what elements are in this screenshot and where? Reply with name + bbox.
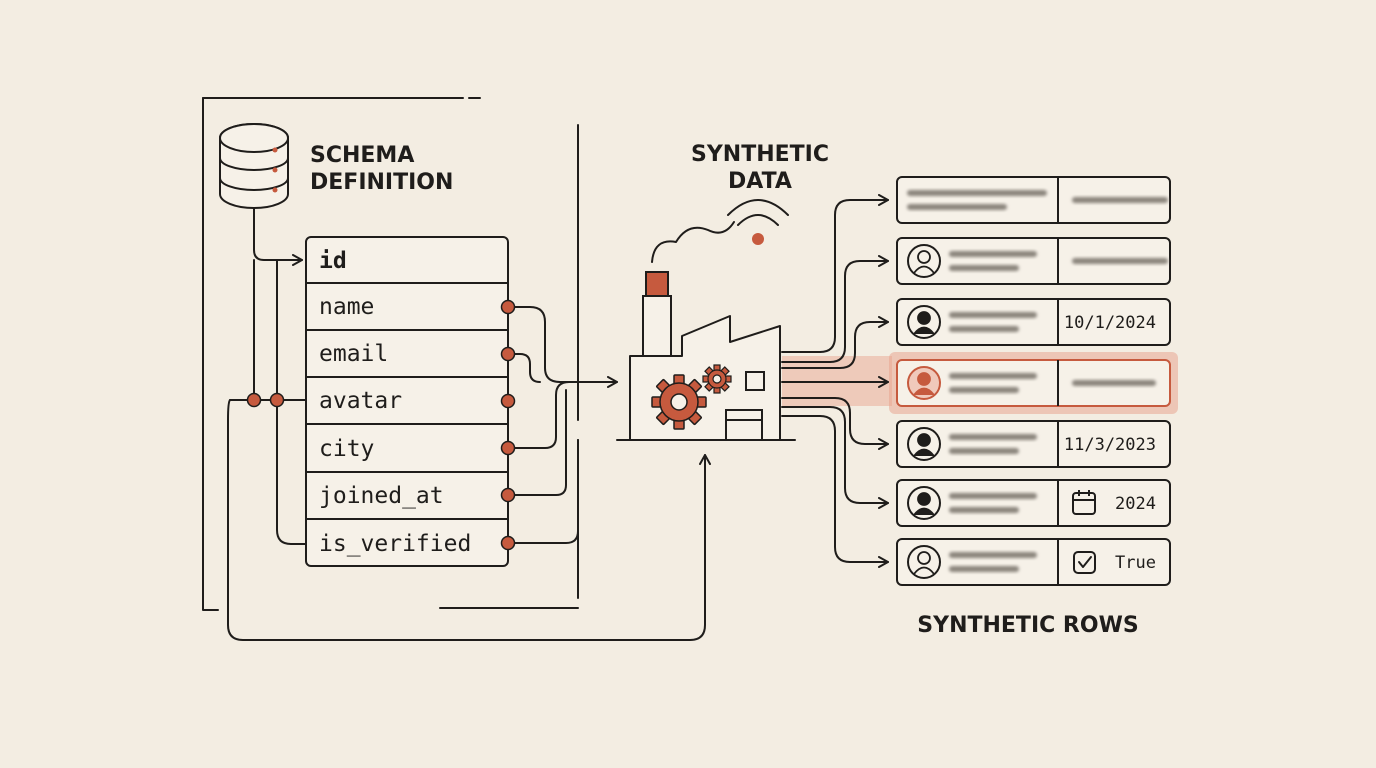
row-value: True	[1115, 553, 1156, 573]
blurred-value	[1072, 197, 1168, 203]
row-box	[896, 176, 1171, 224]
schema-title-line2: DEFINITION	[310, 170, 453, 195]
blurred-text	[949, 326, 1019, 332]
wireless-signal-icon	[727, 199, 789, 245]
gear-icon-large	[651, 374, 707, 430]
field-city: city	[319, 436, 374, 462]
factory-title-line2: DATA	[728, 169, 792, 194]
synthetic-row: 10/1/2024	[896, 298, 1171, 346]
blurred-text	[949, 552, 1037, 558]
field-id: id	[319, 248, 347, 274]
field-joined-at: joined_at	[319, 483, 444, 509]
schema-title-line1: SCHEMA	[310, 143, 414, 168]
rows-title: SYNTHETIC ROWS	[917, 613, 1138, 638]
row-box	[896, 298, 1171, 346]
field-connectors	[500, 299, 618, 551]
row-box	[896, 538, 1171, 586]
factory-title-line1: SYNTHETIC	[691, 142, 829, 167]
synthetic-row	[896, 237, 1171, 285]
synthetic-row	[896, 176, 1171, 224]
avatar-icon	[907, 427, 941, 461]
synthetic-row: 11/3/2023	[896, 420, 1171, 468]
blurred-text	[949, 387, 1019, 393]
field-is-verified: is_verified	[319, 531, 471, 557]
blurred-text	[907, 204, 1007, 210]
synthetic-row	[889, 352, 1178, 414]
row-box	[896, 237, 1171, 285]
blurred-text	[949, 507, 1019, 513]
avatar-icon	[907, 486, 941, 520]
row-box	[896, 359, 1171, 407]
row-value: 11/3/2023	[1064, 435, 1156, 455]
smoke-icon	[651, 221, 735, 263]
row-box	[896, 420, 1171, 468]
avatar-icon	[907, 366, 941, 400]
calendar-icon	[1072, 490, 1096, 515]
schema-table: id name email avatar city joined_at is_v…	[305, 236, 509, 567]
factory-icon	[616, 271, 796, 441]
field-email: email	[319, 341, 388, 367]
blurred-text	[949, 448, 1019, 454]
blurred-text	[949, 493, 1037, 499]
blurred-text	[949, 434, 1037, 440]
synthetic-row: 2024	[896, 479, 1171, 527]
blurred-value	[1072, 258, 1168, 264]
blurred-text	[907, 190, 1047, 196]
field-avatar: avatar	[319, 388, 402, 414]
checkbox-icon	[1073, 551, 1096, 574]
row-value: 10/1/2024	[1064, 313, 1156, 333]
avatar-icon	[907, 244, 941, 278]
blurred-text	[949, 373, 1037, 379]
blurred-text	[949, 566, 1019, 572]
field-name: name	[319, 294, 374, 320]
avatar-icon	[907, 545, 941, 579]
schema-connectors	[227, 207, 711, 641]
blurred-text	[949, 312, 1037, 318]
blurred-value	[1072, 380, 1156, 386]
avatar-icon	[907, 305, 941, 339]
synthetic-row: True	[896, 538, 1171, 586]
database-icon	[219, 123, 289, 209]
gear-icon-small	[702, 364, 732, 394]
row-value: 2024	[1115, 494, 1156, 514]
output-connectors	[781, 194, 889, 568]
row-box	[896, 479, 1171, 527]
blurred-text	[949, 251, 1037, 257]
blurred-text	[949, 265, 1019, 271]
